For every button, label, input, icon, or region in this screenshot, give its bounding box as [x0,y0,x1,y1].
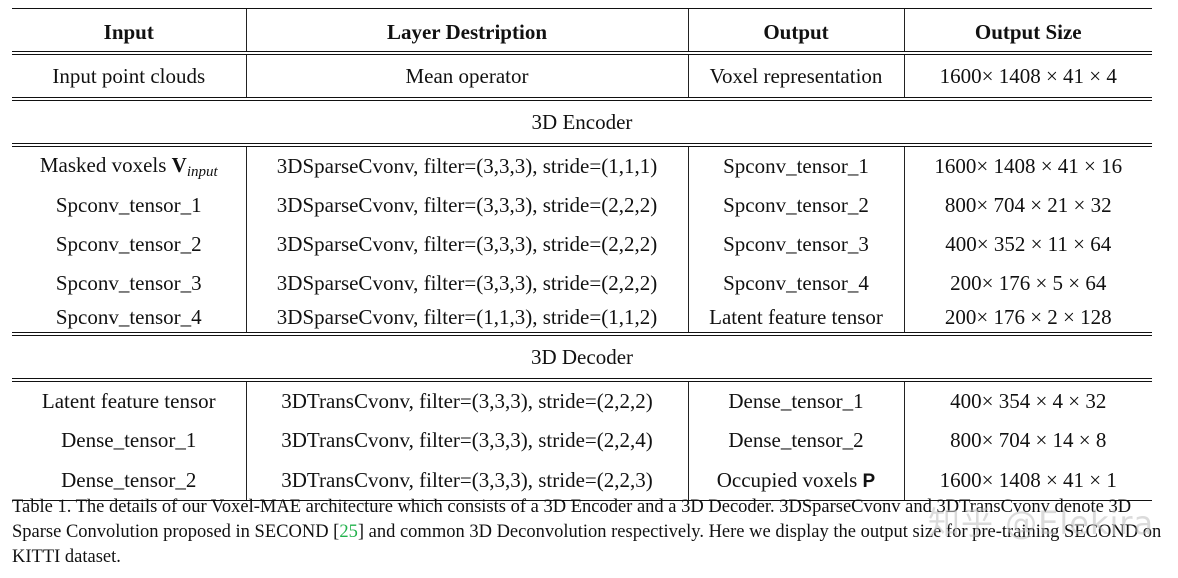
layer-cell: 3DSparseCvonv, filter=(3,3,3), stride=(2… [245,186,688,225]
layer-cell: 3DTransCvonv, filter=(3,3,3), stride=(2,… [245,421,688,460]
input-cell: Dense_tensor_1 [61,428,197,452]
header-row: Input Layer Destription Output Output Si… [12,8,1152,53]
layer-cell: 3DSparseCvonv, filter=(3,3,3), stride=(2… [245,264,688,303]
architecture-table: Input Layer Destription Output Output Si… [12,8,1152,501]
input-cell: Spconv_tensor_2 [55,232,202,256]
header-layer-description: Layer Destription [245,8,688,53]
size-cell: 800× 704 × 21 × 32 [903,186,1152,225]
input-cell: Spconv_tensor_1 [55,193,202,217]
occupancy-symbol: P [862,470,876,492]
input-cell: Masked voxels Vinput [12,143,246,186]
size-cell: 200× 176 × 5 × 64 [903,264,1152,303]
layer-cell: 3DTransCvonv, filter=(3,3,3), stride=(2,… [245,378,688,421]
caption-text: Table 1. The details of our Voxel-MAE ar… [12,497,1132,542]
input-cell: Spconv_tensor_3 [55,271,202,295]
layer-cell: Mean operator [245,51,688,99]
output-cell: Dense_tensor_1 [687,378,904,421]
output-cell: Spconv_tensor_2 [687,186,904,225]
table-caption: Table 1. The details of our Voxel-MAE ar… [12,495,1162,570]
size-cell: 1600× 1408 × 41 × 1 [903,460,1152,501]
table-row: Dense_tensor_2 3DTransCvonv, filter=(3,3… [12,460,1152,501]
table-row: Spconv_tensor_1 3DSparseCvonv, filter=(3… [12,186,1152,225]
table-row: Spconv_tensor_3 3DSparseCvonv, filter=(3… [12,264,1152,303]
layer-cell: 3DSparseCvonv, filter=(1,1,3), stride=(1… [245,303,688,334]
citation-link[interactable]: 25 [339,522,358,542]
output-cell: Spconv_tensor_4 [687,264,904,303]
encoder-section-title: 3D Encoder [12,97,1152,145]
table-row: Dense_tensor_1 3DTransCvonv, filter=(3,3… [12,421,1152,460]
architecture-table-container: Input Layer Destription Output Output Si… [12,8,1152,501]
layer-cell: 3DTransCvonv, filter=(3,3,3), stride=(2,… [245,460,688,501]
layer-cell: 3DSparseCvonv, filter=(3,3,3), stride=(1… [245,143,688,186]
masked-voxels-label: Masked voxels [39,152,172,177]
encoder-section-row: 3D Encoder [12,97,1152,145]
size-cell: 400× 354 × 4 × 32 [903,378,1152,421]
voxel-symbol: V [171,152,187,177]
output-cell: Dense_tensor_2 [687,421,904,460]
output-cell: Voxel representation [687,51,904,99]
layer-cell: 3DSparseCvonv, filter=(3,3,3), stride=(2… [245,225,688,264]
size-cell: 1600× 1408 × 41 × 4 [903,51,1152,99]
input-cell: Dense_tensor_2 [12,460,246,501]
input-cell: Input point clouds [12,51,246,99]
header-input: Input [12,8,246,53]
size-cell: 800× 704 × 14 × 8 [903,421,1152,460]
output-cell: Spconv_tensor_1 [687,143,904,186]
caption-text-end: ] and common 3D Deconvolution respective… [12,522,1162,567]
voxel-subscript: input [186,163,218,180]
output-cell: Latent feature tensor [687,303,904,334]
size-cell: 200× 176 × 2 × 128 [903,303,1152,334]
size-cell: 400× 352 × 11 × 64 [903,225,1152,264]
input-cell: Spconv_tensor_4 [55,305,202,329]
decoder-section-row: 3D Decoder [12,332,1152,380]
table-row: Masked voxels Vinput 3DSparseCvonv, filt… [12,143,1152,186]
table-row: Spconv_tensor_4 3DSparseCvonv, filter=(1… [12,303,1152,334]
input-cell: Latent feature tensor [12,378,246,421]
size-cell: 1600× 1408 × 41 × 16 [903,143,1152,186]
header-output: Output [687,8,904,53]
decoder-section-title: 3D Decoder [12,332,1152,380]
output-cell: Spconv_tensor_3 [687,225,904,264]
input-row: Input point clouds Mean operator Voxel r… [12,51,1152,99]
output-cell: Occupied voxels P [687,460,904,501]
occupied-voxels-label: Occupied voxels [716,467,863,492]
header-output-size: Output Size [903,8,1152,53]
watermark: 知乎 @Elekira [928,504,1155,542]
table-row: Latent feature tensor 3DTransCvonv, filt… [12,378,1152,421]
table-row: Spconv_tensor_2 3DSparseCvonv, filter=(3… [12,225,1152,264]
